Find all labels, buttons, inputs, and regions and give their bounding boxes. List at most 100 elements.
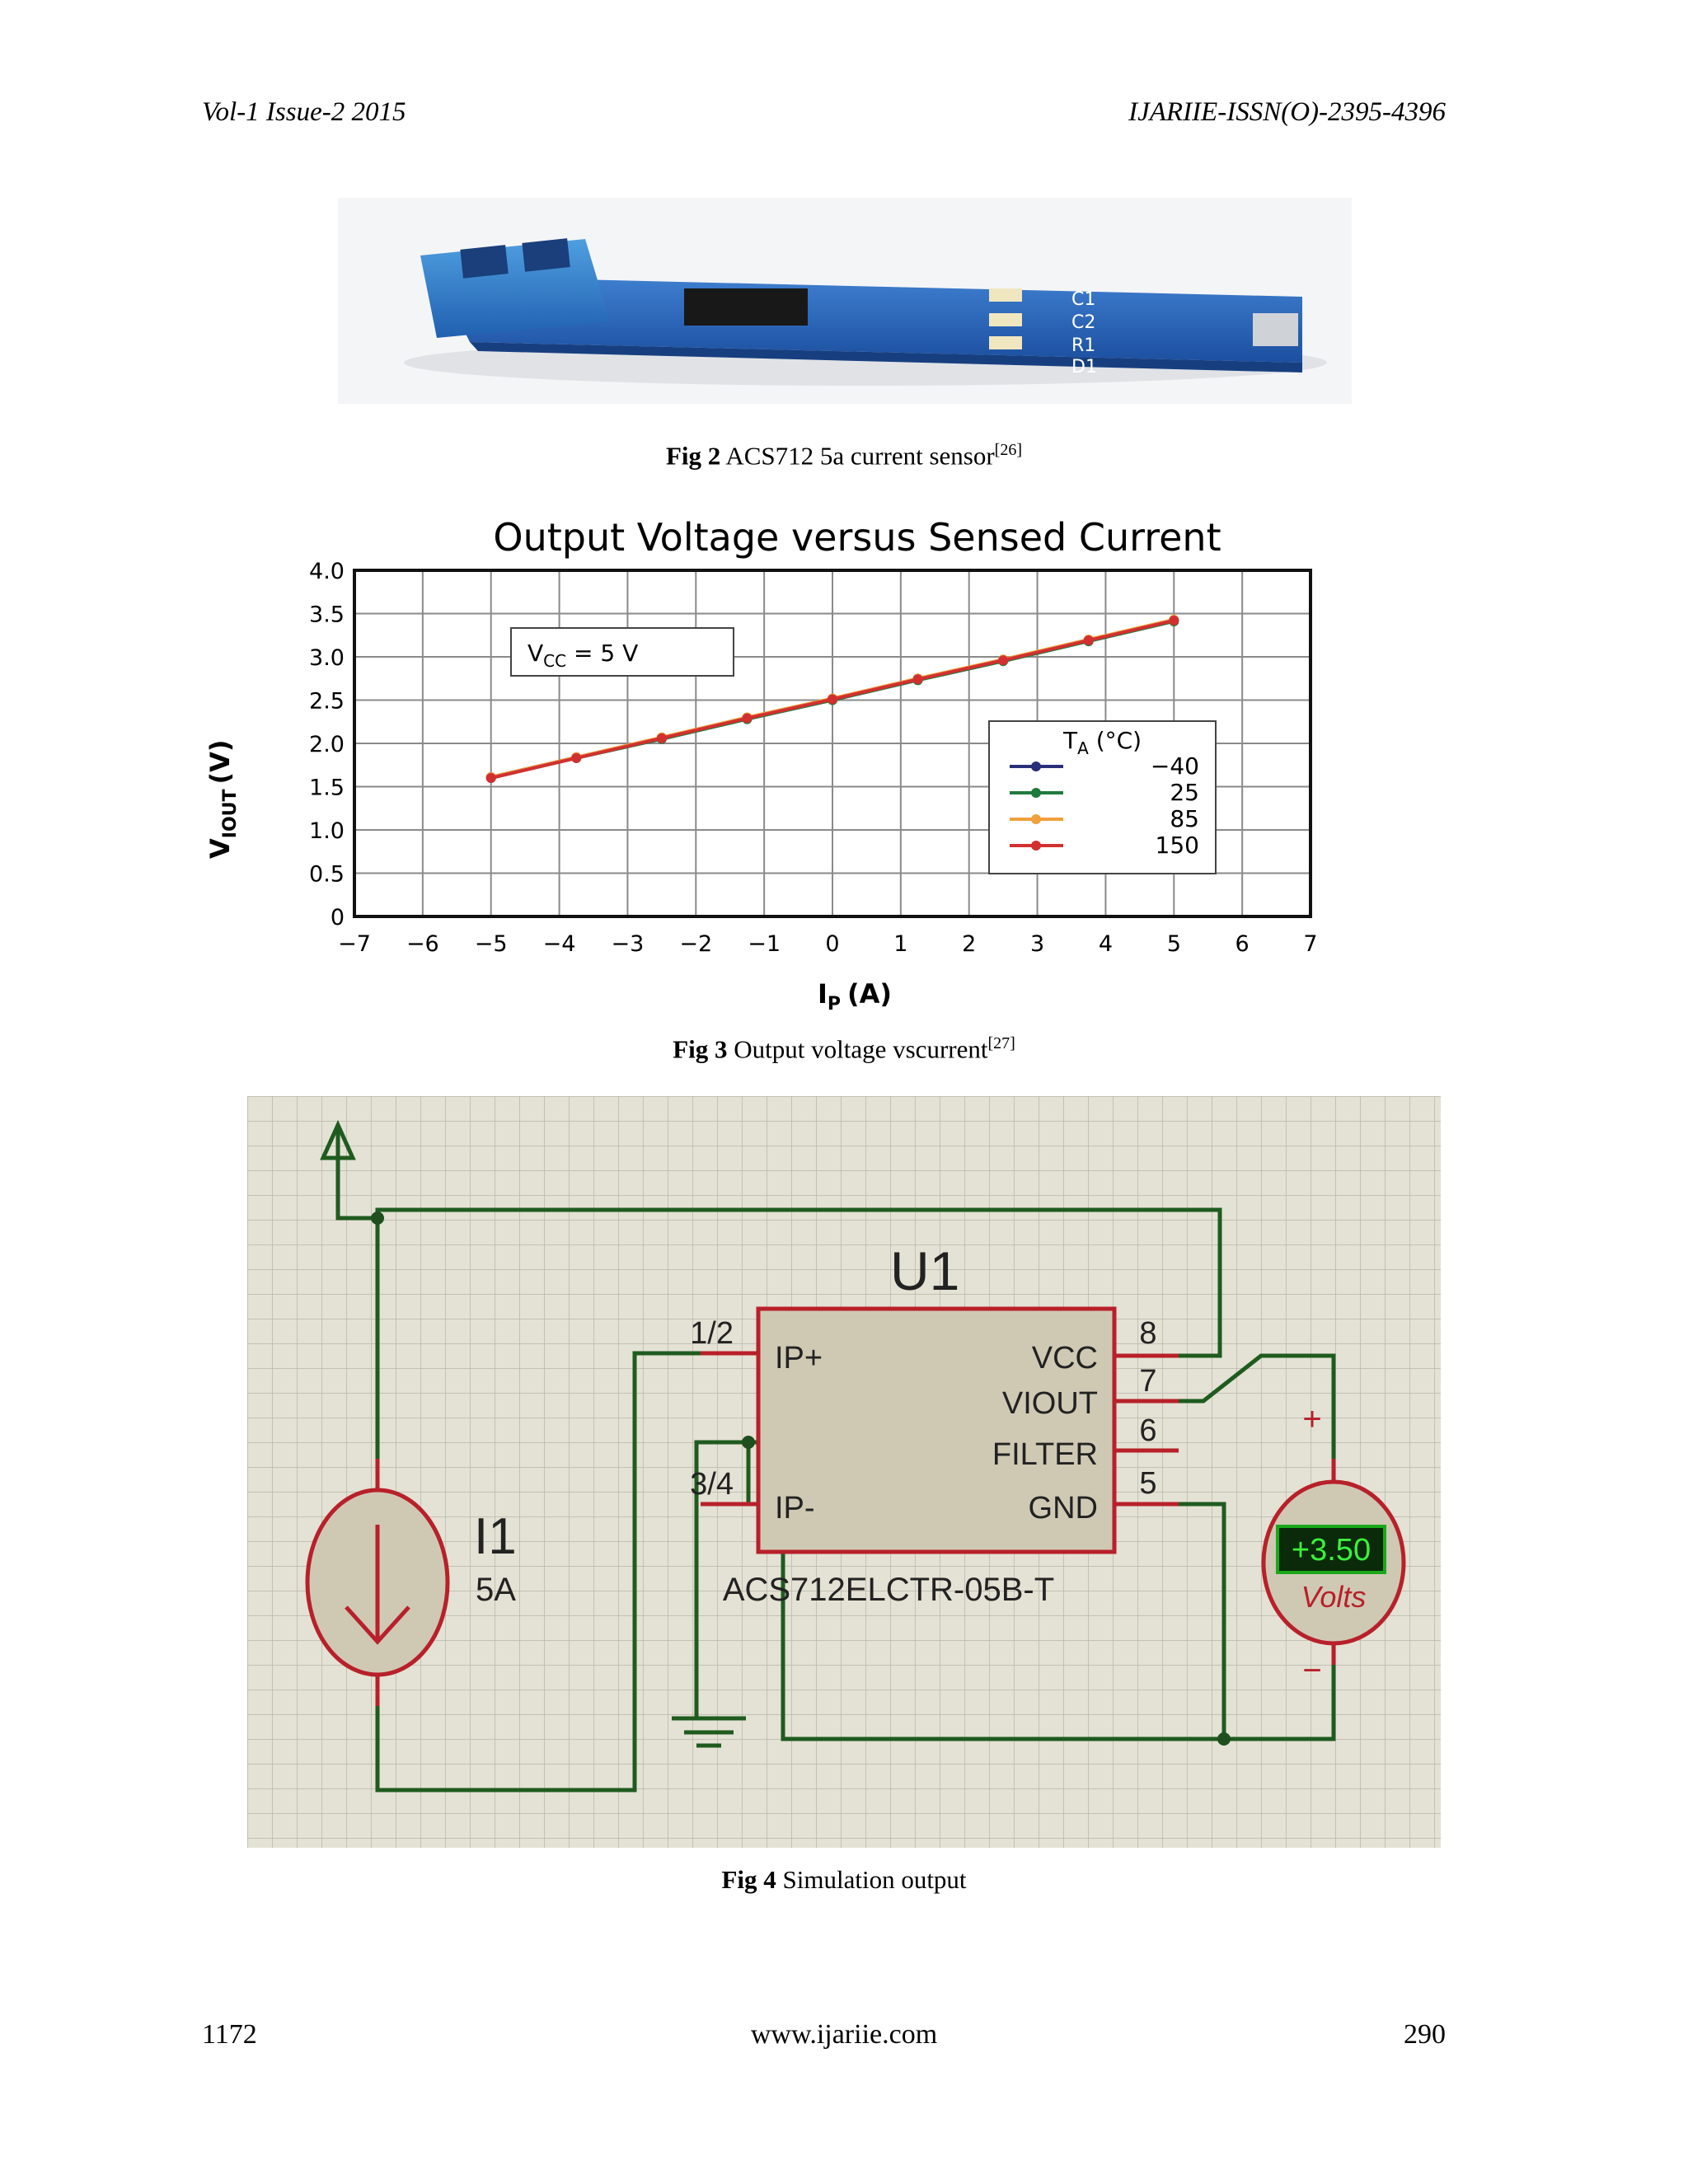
fig2-text: ACS712 5a current sensor: [720, 441, 995, 471]
x-tick-label: −1: [748, 931, 781, 957]
fig3-caption: Fig 3 Output voltage vscurrent[27]: [0, 1034, 1688, 1064]
x-tick-label: −7: [338, 931, 371, 957]
pin-num-ip-plus: 1/2: [690, 1316, 734, 1351]
legend-label: 150: [1156, 832, 1199, 859]
pin-num-8: 8: [1139, 1316, 1156, 1351]
x-tick-label: 1: [893, 931, 907, 957]
acs712-chip: [756, 1306, 1117, 1554]
y-axis-main: V: [204, 838, 236, 859]
x-axis-main: I: [818, 978, 828, 1010]
x-tick-label: −2: [679, 931, 712, 957]
meter-plus: +: [1302, 1401, 1321, 1437]
y-tick-label: 2.0: [309, 732, 345, 757]
y-axis-unit: (V): [204, 739, 236, 784]
meter-display: [1276, 1525, 1386, 1574]
legend-marker: [1031, 841, 1041, 851]
y-tick-label: 4.0: [309, 559, 345, 584]
journal-volume: Vol-1 Issue-2 2015: [202, 97, 406, 127]
vcc-sub: CC: [543, 651, 566, 671]
legend-title-sub: A: [1077, 738, 1089, 758]
meter-unit: Volts: [1301, 1580, 1367, 1614]
svg-text:VCC = 5 V: VCC = 5 V: [528, 640, 638, 671]
board-label-r1: R1: [1071, 335, 1095, 356]
output-voltage-chart: Output Voltage versus Sensed Current 0 0.…: [204, 515, 1318, 1015]
fig2-caption: Fig 2 ACS712 5a current sensor[26]: [0, 441, 1688, 471]
x-tick-label: 3: [1030, 931, 1044, 957]
legend-label: −40: [1151, 752, 1199, 780]
data-point: [742, 713, 753, 724]
fig2-label: Fig 2: [666, 441, 721, 471]
source-ref: I1: [474, 1508, 517, 1565]
data-point: [998, 655, 1009, 666]
legend-label: 85: [1170, 805, 1199, 832]
arrow-down-icon: [345, 1525, 410, 1645]
footer-website[interactable]: www.ijariie.com: [750, 2019, 938, 2050]
data-point: [828, 694, 837, 705]
plot-frame: [353, 569, 1312, 918]
data-point: [1083, 635, 1094, 646]
sensor-board-photo: C1 C2 R1 D1: [338, 198, 1352, 404]
x-tick-label: 0: [825, 931, 839, 957]
junction-dots: [371, 1212, 1231, 1746]
legend-title-rest: (°C): [1089, 727, 1142, 754]
pin-name-filter: FILTER: [992, 1437, 1098, 1472]
power-arrow-icon: [320, 1119, 356, 1160]
fig3-text: Output voltage vscurrent: [727, 1034, 988, 1064]
legend-marker: [1031, 762, 1041, 771]
meter-minus: −: [1302, 1652, 1321, 1689]
board-label-c1: C1: [1071, 289, 1095, 310]
y-tick-label: 0.5: [309, 862, 345, 888]
pin-num-5: 5: [1139, 1466, 1156, 1501]
current-source: [305, 1459, 450, 1706]
pin-name-gnd: GND: [1029, 1491, 1098, 1526]
chip-ref: U1: [890, 1240, 959, 1301]
x-tick-label: −6: [406, 931, 439, 957]
x-tick-label: 4: [1099, 931, 1113, 957]
pin-name-vcc: VCC: [1032, 1341, 1098, 1376]
y-axis-title: VIOUT (V): [204, 739, 241, 859]
y-axis-sub: IOUT: [220, 789, 241, 838]
pin-stubs: [701, 1351, 1179, 1507]
pin-num-6: 6: [1139, 1413, 1156, 1448]
x-axis-sub: P: [828, 994, 841, 1015]
svg-text:TA (°C): TA (°C): [1062, 727, 1142, 758]
x-tick-label: 6: [1236, 931, 1250, 957]
y-tick-label: 0: [331, 905, 345, 930]
journal-issn: IJARIIE-ISSN(O)-2395-4396: [1128, 97, 1446, 127]
chip-part: ACS712ELCTR-05B-T: [723, 1572, 1054, 1608]
fig3-label: Fig 3: [673, 1034, 728, 1064]
data-point: [912, 674, 923, 685]
legend-title-main: T: [1062, 727, 1078, 754]
footer-page-total: 1172: [202, 2019, 257, 2050]
board-label-d1: D1: [1071, 357, 1097, 377]
x-tick-label: −3: [612, 931, 645, 957]
data-point: [656, 733, 667, 743]
data-point: [485, 773, 496, 783]
x-tick-label: −4: [543, 931, 576, 957]
x-axis-title: IP (A): [818, 978, 892, 1015]
fig4-label: Fig 4: [721, 1865, 776, 1894]
pin-name-ip-minus: IP-: [775, 1491, 815, 1526]
vcc-main: V: [528, 640, 543, 667]
vcc-rest: = 5 V: [566, 640, 638, 667]
y-tick-label: 3.0: [309, 645, 345, 671]
pin-name-ip-plus: IP+: [775, 1341, 823, 1376]
legend-marker: [1031, 788, 1041, 798]
y-tick-label: 1.0: [309, 818, 345, 844]
meter-reading: +3.50: [1292, 1533, 1371, 1568]
board-label-c2: C2: [1071, 312, 1095, 333]
x-tick-label: 2: [962, 931, 976, 957]
fig4-caption: Fig 4 Simulation output: [0, 1865, 1688, 1895]
chart-series: [485, 614, 1179, 783]
voltmeter: +3.50 Volts: [1261, 1459, 1406, 1665]
chart-title: Output Voltage versus Sensed Current: [493, 515, 1221, 560]
x-tick-label: 7: [1303, 931, 1317, 957]
data-point: [1169, 615, 1179, 626]
y-tick-label: 2.5: [309, 689, 345, 715]
x-axis-unit: (A): [847, 978, 892, 1010]
pin-num-7: 7: [1139, 1364, 1156, 1399]
svg-text:VIOUT(V): VIOUT (V): [204, 739, 241, 859]
